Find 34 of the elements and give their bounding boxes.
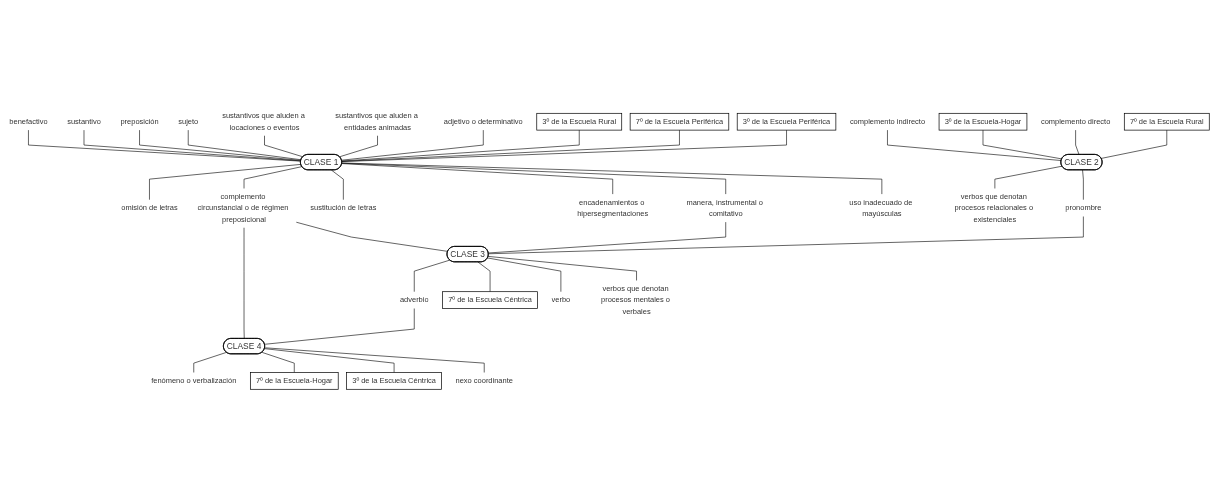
connector (487, 256, 637, 281)
connector (149, 164, 302, 200)
connector (264, 348, 395, 373)
connector (477, 261, 491, 292)
connector (187, 129, 302, 161)
connector (139, 129, 302, 161)
connector (341, 129, 680, 162)
connector (331, 169, 344, 200)
connector (83, 129, 302, 162)
connector (264, 308, 415, 345)
connector (341, 129, 580, 162)
connector (193, 352, 227, 373)
connector (982, 129, 1063, 160)
connector (341, 162, 883, 195)
connector (488, 221, 727, 254)
connector (1075, 129, 1080, 155)
connector (488, 216, 1084, 255)
connector (487, 257, 562, 292)
connector (994, 165, 1063, 189)
connector (887, 129, 1062, 161)
connector (341, 129, 787, 162)
connector (341, 129, 484, 161)
connector (264, 135, 304, 158)
connector (264, 347, 485, 373)
connector (341, 163, 614, 195)
connector (28, 129, 302, 162)
connector (413, 259, 451, 292)
connector (243, 166, 303, 189)
connector (1082, 169, 1084, 200)
connector (296, 221, 449, 252)
connector (341, 162, 727, 195)
connector (339, 135, 378, 158)
connector (1100, 129, 1168, 159)
connector (261, 352, 295, 373)
